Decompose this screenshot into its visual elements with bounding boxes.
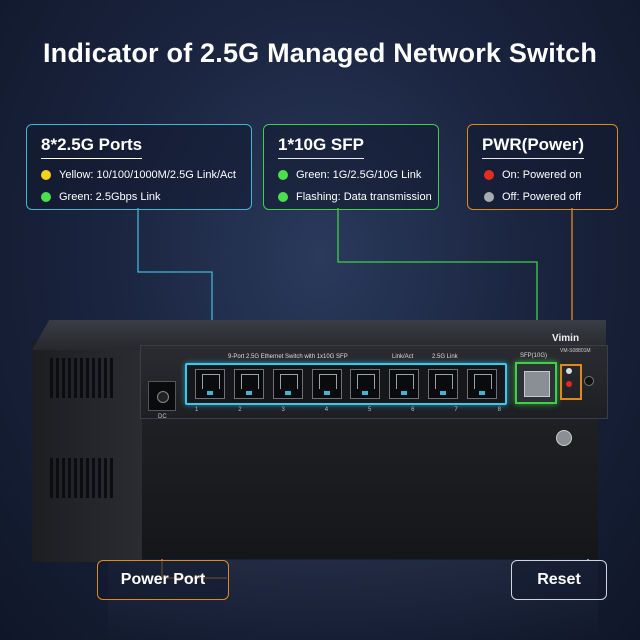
pwr-off-text: Off: Powered off [502,191,582,203]
rj45-port[interactable] [195,369,225,399]
port-number: 6 [411,407,415,413]
pwr-heading: PWR(Power) [482,135,584,159]
green-led-icon [278,192,288,202]
front-label: 9-Port 2.5G Ethernet Switch with 1x10G S… [228,354,348,360]
pwr-on-text: On: Powered on [502,169,582,181]
led-link-act-label: Link/Act [392,354,414,360]
rj45-port[interactable] [428,369,459,399]
device-side-panel [32,340,142,562]
rj45-port[interactable] [272,369,303,399]
reset-button[interactable] [584,376,594,386]
port-numbers: 1 2 3 4 5 6 7 8 [195,407,501,413]
sfp-indicator-box: 1*10G SFP Green: 1G/2.5G/10G Link Flashi… [263,124,439,210]
green-led-icon [278,170,288,180]
ports-green-text: Green: 2.5Gbps Link [59,191,161,203]
sfp-green-row: Green: 1G/2.5G/10G Link [278,169,438,181]
ports-yellow-row: Yellow: 10/100/1000M/2.5G Link/Act [41,169,251,181]
side-vents-bottom [50,458,120,498]
pwr-on-row: On: Powered on [484,169,617,181]
yellow-led-icon [41,170,51,180]
rj45-port[interactable] [350,369,381,399]
port-number: 5 [367,407,372,413]
sfp-port[interactable] [515,362,557,404]
reset-callout: Reset [511,560,607,600]
power-port[interactable] [148,381,176,411]
sfp-port-label: SFP(10G) [520,353,548,359]
green-led-icon [41,192,51,202]
link-led-icon [566,368,572,374]
sfp-heading: 1*10G SFP [278,135,364,159]
rj45-port[interactable] [466,369,497,399]
sfp-flash-row: Flashing: Data transmission [278,191,438,203]
port-number: 2 [238,407,242,413]
red-led-icon [484,170,494,180]
ports-green-row: Green: 2.5Gbps Link [41,191,251,203]
pwr-led-frame [560,364,582,400]
rj45-port-group [185,363,507,405]
device-base [108,402,598,559]
side-vents-top [50,358,120,398]
led-25g-label: 2.5G Link [432,354,458,360]
ports-heading: 8*2.5G Ports [41,135,143,159]
gray-led-icon [484,192,494,202]
rj45-port[interactable] [389,369,420,399]
ports-yellow-text: Yellow: 10/100/1000M/2.5G Link/Act [59,169,236,181]
pwr-off-row: Off: Powered off [484,191,617,203]
power-led-icon [566,381,572,387]
rj45-port[interactable] [311,369,342,399]
port-number: 7 [454,407,458,413]
sfp-flash-text: Flashing: Data transmission [296,191,432,203]
page-title: Indicator of 2.5G Managed Network Switch [42,38,598,68]
ground-screw-icon [556,430,572,446]
port-number: 3 [281,407,285,413]
ports-indicator-box: 8*2.5G Ports Yellow: 10/100/1000M/2.5G L… [26,124,252,210]
rj45-port[interactable] [233,369,264,399]
pwr-indicator-box: PWR(Power) On: Powered on Off: Powered o… [467,124,618,210]
power-port-callout: Power Port [97,560,229,600]
port-number: 1 [195,407,199,413]
sfp-green-text: Green: 1G/2.5G/10G Link [296,169,422,181]
brand-logo: Vimin [552,333,580,344]
port-number: 4 [324,407,329,413]
port-number: 8 [497,407,501,413]
model-number: VM-S08801M [560,348,591,354]
dc-label: DC [158,414,167,420]
